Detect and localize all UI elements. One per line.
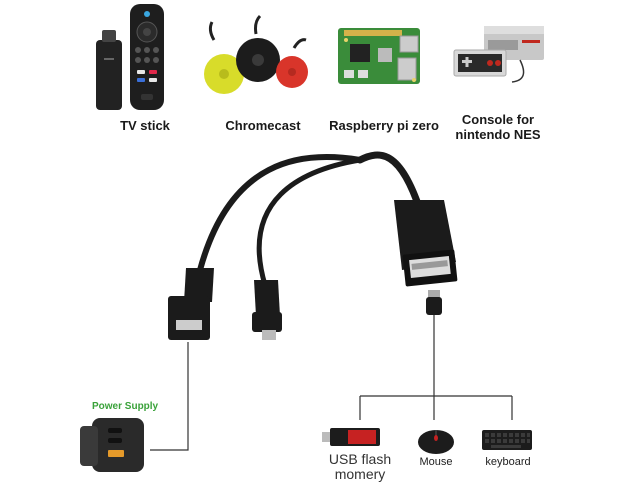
caption-tv-stick: TV stick	[120, 118, 170, 133]
remote-control-icon	[130, 4, 164, 110]
power-supply-label: Power Supply	[92, 401, 159, 412]
usb-adapter-icon	[426, 290, 442, 315]
caption-raspberry-pi: Raspberry pi zero	[329, 118, 439, 133]
tv-stick-icon	[96, 30, 122, 110]
caption-keyboard: keyboard	[485, 456, 531, 468]
otg-cable-icon	[168, 151, 458, 340]
chromecast-icon	[204, 14, 308, 94]
mouse-icon	[418, 430, 454, 454]
raspberry-pi-icon	[338, 28, 420, 84]
caption-console-line2: nintendo NES	[455, 127, 541, 142]
caption-console-nes: Console for nintendo NES	[448, 112, 548, 142]
usb-flash-drive-icon	[322, 428, 380, 446]
caption-usb-line2: momery	[334, 466, 386, 482]
power-adapter-icon	[80, 418, 144, 472]
caption-chromecast: Chromecast	[225, 118, 301, 133]
caption-mouse: Mouse	[419, 456, 453, 468]
connector-lines	[150, 315, 513, 451]
caption-usb-flash: USB flash momery	[322, 452, 398, 482]
keyboard-icon	[482, 430, 532, 450]
caption-console-line1: Console for	[461, 112, 535, 127]
caption-usb-line1: USB flash	[328, 451, 392, 467]
nes-console-icon	[453, 26, 544, 83]
